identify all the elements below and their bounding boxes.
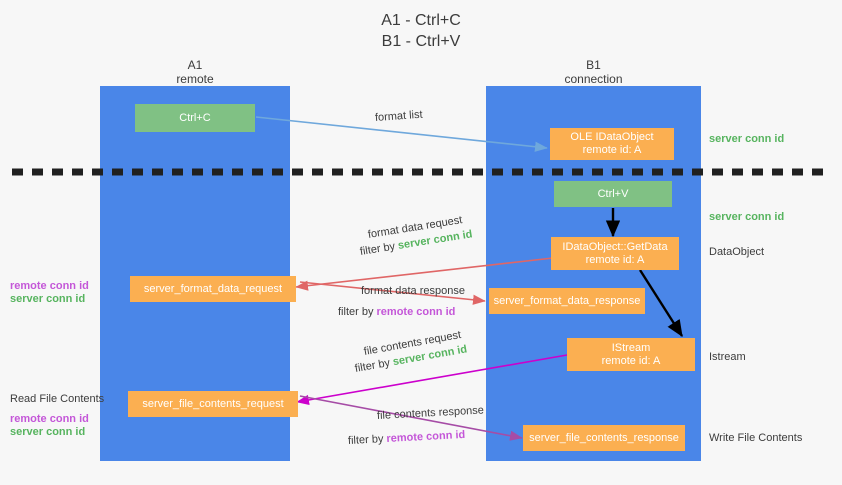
- label-format-data-response-filter: filter by remote conn id: [338, 305, 455, 319]
- box-istream-line1: IStream: [611, 341, 651, 354]
- lane-a1-sub: remote: [176, 72, 214, 86]
- label-file-contents-response-filter: filter by remote conn id: [348, 428, 466, 448]
- box-server-file-contents-response[interactable]: server_file_contents_response: [523, 425, 685, 451]
- filter-prefix-4: filter by: [347, 432, 387, 447]
- box-istream[interactable]: IStream remote id: A: [567, 338, 695, 371]
- filter-prefix-3: filter by: [353, 356, 394, 375]
- box-ctrl-v-label: Ctrl+V: [597, 187, 629, 200]
- lane-header-b1: B1 connection: [486, 58, 701, 86]
- label-file-contents-response: file contents response: [376, 404, 485, 422]
- box-server-format-data-request[interactable]: server_format_data_request: [130, 276, 296, 302]
- lane-header-a1: A1 remote: [100, 58, 290, 86]
- side-label-server-conn-id-mid: server conn id: [709, 211, 785, 223]
- filter-prefix-2: filter by: [338, 306, 377, 318]
- side-label-server-conn-id-1: server conn id: [10, 293, 86, 305]
- side-label-remote-conn-id-2: remote conn id: [10, 413, 89, 425]
- box-ctrl-c-label: Ctrl+C: [179, 111, 211, 124]
- box-server-format-data-request-label: server_format_data_request: [143, 282, 283, 295]
- lane-b1-name: B1: [586, 58, 601, 72]
- label-format-list: format list: [374, 108, 423, 124]
- side-label-istream: Istream: [709, 351, 746, 363]
- label-format-data-response: format data response: [361, 285, 465, 297]
- box-server-format-data-response-label: server_format_data_response: [493, 294, 641, 307]
- filter-id-remote-conn-2: remote conn id: [386, 428, 466, 445]
- diagram-title: A1 - Ctrl+C B1 - Ctrl+V: [0, 10, 842, 52]
- lane-a1-name: A1: [187, 58, 203, 72]
- title-line-1: A1 - Ctrl+C: [381, 12, 461, 29]
- title-line-2: B1 - Ctrl+V: [381, 33, 461, 50]
- box-ole-idataobject-line2: remote id: A: [582, 144, 642, 156]
- box-idataobject-getdata-line1: IDataObject::GetData: [562, 240, 668, 253]
- side-label-remote-conn-id-1: remote conn id: [10, 280, 89, 292]
- box-ole-idataobject-line1: OLE IDataObject: [570, 131, 654, 143]
- box-ole-idataobject[interactable]: OLE IDataObject remote id: A: [550, 128, 674, 160]
- box-server-file-contents-request-label: server_file_contents_request: [142, 397, 284, 410]
- side-label-server-conn-id-2: server conn id: [10, 426, 86, 438]
- box-server-file-contents-response-label: server_file_contents_response: [529, 431, 679, 444]
- box-ctrl-c[interactable]: Ctrl+C: [135, 104, 255, 132]
- filter-prefix-1: filter by: [359, 240, 399, 258]
- side-label-read-file-contents: Read File Contents: [10, 393, 105, 405]
- box-server-format-data-response[interactable]: server_format_data_response: [489, 288, 645, 314]
- side-label-write-file-contents: Write File Contents: [709, 432, 803, 444]
- box-ctrl-v[interactable]: Ctrl+V: [554, 181, 672, 207]
- side-label-server-conn-id-top: server conn id: [709, 133, 785, 145]
- side-label-dataobject: DataObject: [709, 246, 765, 258]
- box-server-file-contents-request[interactable]: server_file_contents_request: [128, 391, 298, 417]
- box-idataobject-getdata[interactable]: IDataObject::GetData remote id: A: [551, 237, 679, 270]
- box-istream-line2: remote id: A: [601, 354, 661, 367]
- lane-b1-sub: connection: [564, 72, 623, 86]
- box-idataobject-getdata-line2: remote id: A: [585, 253, 645, 266]
- filter-id-remote-conn-1: remote conn id: [376, 306, 456, 318]
